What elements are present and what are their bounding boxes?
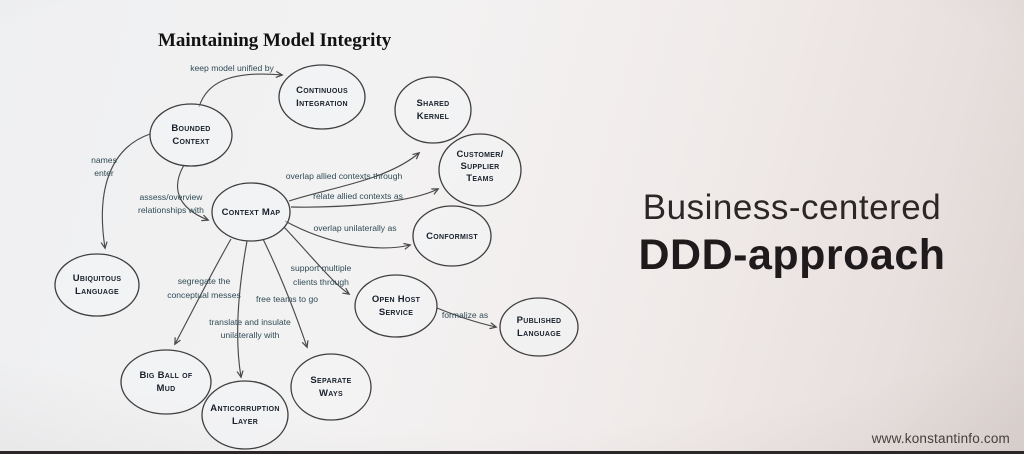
headline-line-1: Business-centered — [642, 188, 942, 227]
node-label: Service — [379, 307, 413, 318]
node-label: Context — [172, 136, 210, 147]
edge-relate-allied — [290, 189, 438, 208]
node-context-map: Context Map — [211, 182, 291, 242]
edge-segregate — [175, 238, 232, 344]
node-label: Language — [75, 286, 119, 297]
node-label: Customer/ — [456, 149, 503, 160]
node-anticorruption-layer: Anticorruption Layer — [201, 380, 289, 450]
edge-label-segregate-the: segregate the — [178, 276, 231, 286]
node-label: Context Map — [222, 207, 281, 218]
headline-line-2: DDD-approach — [638, 231, 946, 279]
edge-overlap-unilaterally — [284, 220, 410, 248]
node-separate-ways: Separate Ways — [290, 353, 372, 421]
node-conformist-ellipse — [412, 205, 492, 267]
node-published-language-ellipse — [499, 297, 579, 357]
node-ubiquitous-language-ellipse — [54, 253, 140, 317]
edge-label-overlap-unilaterally: overlap unilaterally as — [313, 223, 396, 233]
node-shared-kernel-ellipse — [394, 76, 472, 144]
node-label: Ubiquitous — [73, 273, 122, 284]
edge-assess-overview — [176, 164, 208, 220]
edge-formalize-as — [436, 307, 496, 327]
ddd-patterns-diagram: Maintaining Model Integrity Bounded Cont… — [54, 30, 579, 450]
node-label: Bounded — [171, 123, 210, 134]
node-label: Supplier — [460, 161, 499, 172]
edge-label-keep-model-unified-by: keep model unified by — [190, 63, 274, 73]
node-conformist: Conformist — [412, 205, 492, 267]
node-bounded-context-ellipse — [149, 103, 233, 167]
node-label: Mud — [157, 383, 176, 394]
node-label: Continuous — [296, 85, 348, 96]
node-label: Teams — [466, 173, 494, 184]
node-label: Big Ball of — [139, 370, 192, 381]
edge-label-clients-through: clients through — [293, 277, 349, 287]
headline: Business-centered DDD-approach — [596, 188, 988, 280]
edge-label-overlap-allied: overlap allied contexts through — [286, 171, 403, 181]
node-big-ball-of-mud: Big Ball of Mud — [120, 349, 212, 415]
bottom-border-bar — [0, 451, 1024, 454]
node-separate-ways-ellipse — [290, 353, 372, 421]
node-label: Integration — [296, 98, 348, 109]
edge-support-multiple — [283, 226, 349, 294]
edge-label-support-multiple: support multiple — [291, 263, 352, 273]
node-published-language: Published Language — [499, 297, 579, 357]
node-bounded-context: Bounded Context — [149, 103, 233, 167]
edge-label-conceptual-messes: conceptual messes — [167, 290, 241, 300]
edge-label-relationships-with: relationships with — [138, 205, 204, 215]
edge-overlap-allied — [288, 153, 419, 202]
node-shared-kernel: Shared Kernel — [394, 76, 472, 144]
node-open-host-service: Open Host Service — [354, 274, 438, 338]
edge-label-relate-allied: relate allied contexts as — [313, 191, 403, 201]
edge-label-translate-insulate: translate and insulate — [209, 317, 291, 327]
diagram-title: Maintaining Model Integrity — [158, 30, 392, 51]
node-open-host-service-ellipse — [354, 274, 438, 338]
node-customer-supplier-teams-ellipse — [438, 133, 522, 207]
node-label: Language — [517, 328, 561, 339]
node-customer-supplier-teams: Customer/ Supplier Teams — [438, 133, 522, 207]
edge-label-formalize-as: formalize as — [442, 310, 488, 320]
node-label: Separate — [310, 375, 351, 386]
node-ubiquitous-language: Ubiquitous Language — [54, 253, 140, 317]
edge-translate-insulate — [238, 240, 248, 377]
node-big-ball-of-mud-ellipse — [120, 349, 212, 415]
node-label: Layer — [232, 416, 258, 427]
edge-label-enter: enter — [94, 168, 114, 178]
edge-free-teams — [262, 238, 307, 347]
edge-label-free-teams: free teams to go — [256, 294, 318, 304]
node-label: Kernel — [417, 111, 450, 122]
node-label: Conformist — [426, 231, 478, 242]
node-label: Shared — [416, 98, 449, 109]
node-label: Published — [517, 315, 562, 326]
edge-label-names: names — [91, 155, 117, 165]
website-url: www.konstantinfo.com — [871, 431, 1010, 446]
node-continuous-integration-ellipse — [278, 64, 366, 130]
node-anticorruption-layer-ellipse — [201, 380, 289, 450]
node-label: Anticorruption — [210, 403, 279, 414]
node-label: Open Host — [372, 294, 421, 305]
edge-names-enter — [102, 133, 151, 248]
node-continuous-integration: Continuous Integration — [278, 64, 366, 130]
edge-label-assess-overview: assess/overview — [139, 192, 203, 202]
node-context-map-ellipse — [211, 182, 291, 242]
node-label: Ways — [319, 388, 343, 399]
edge-label-unilaterally-with: unilaterally with — [221, 330, 280, 340]
edge-keep-model-unified-by — [198, 74, 282, 108]
